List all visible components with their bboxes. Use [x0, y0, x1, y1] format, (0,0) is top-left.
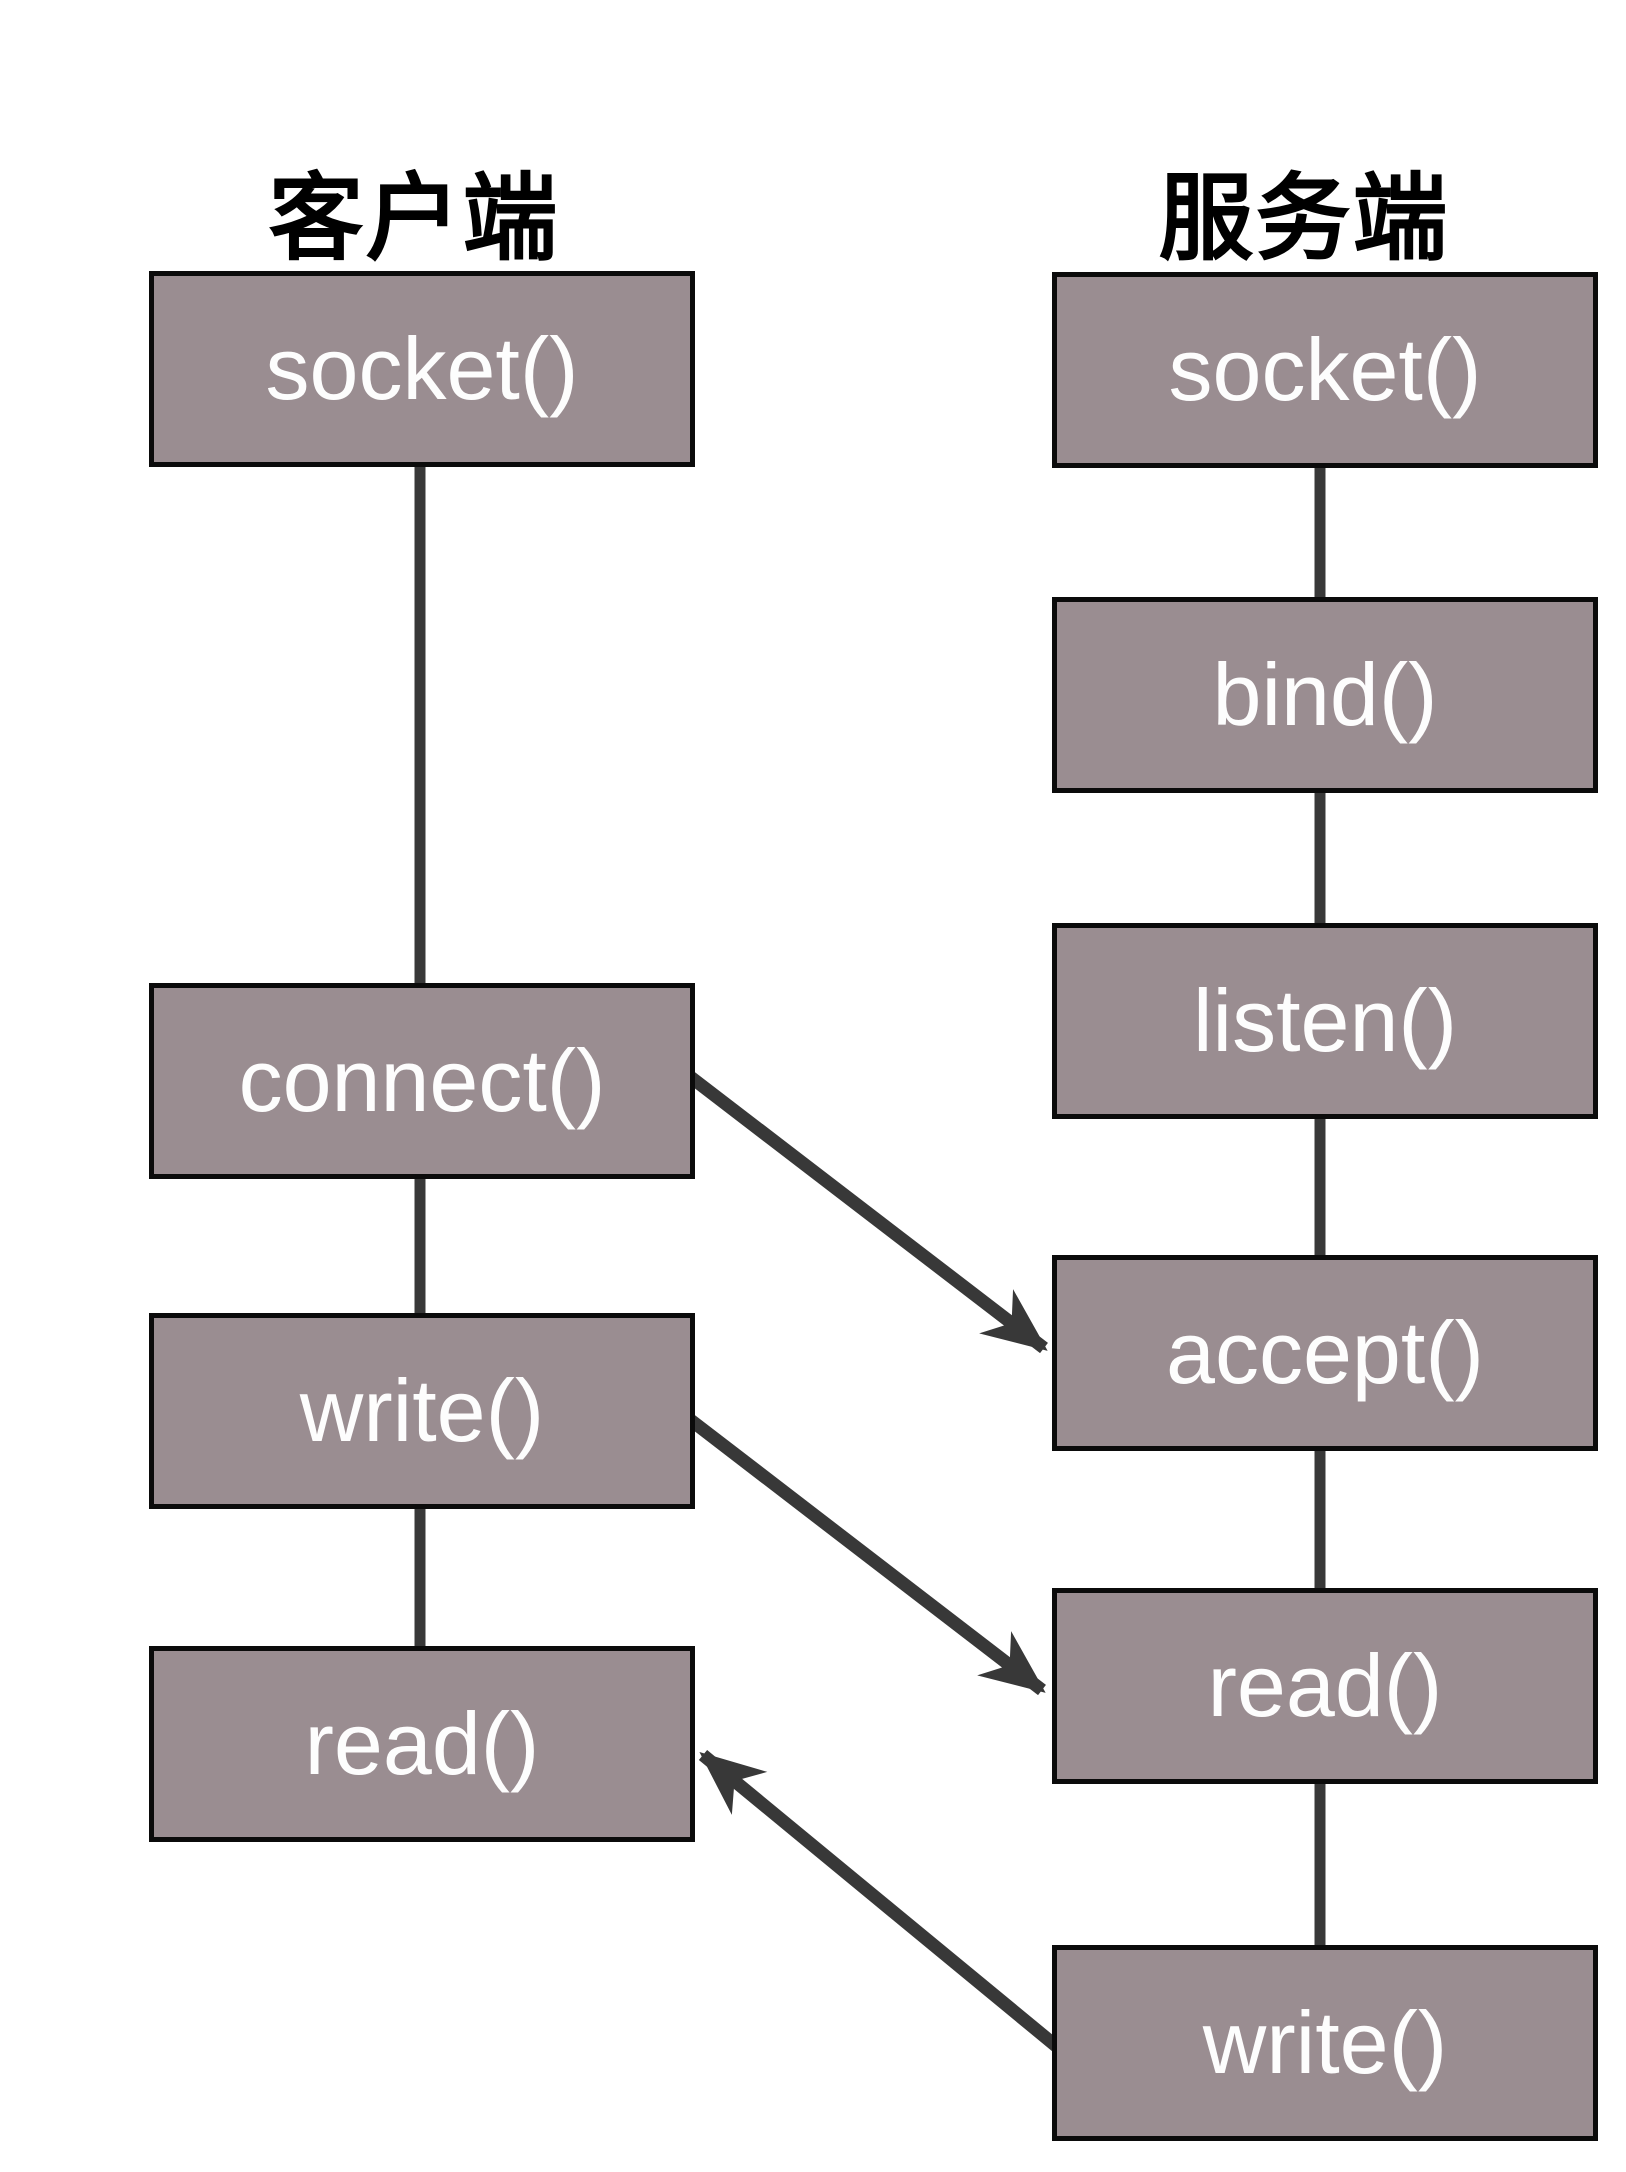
server-write-box: write() — [1052, 1945, 1598, 2141]
client-write-to-server-read-arrow — [684, 1412, 1046, 1696]
server-socket-box: socket() — [1052, 272, 1598, 468]
client-socket-box: socket() — [149, 271, 695, 467]
client-write-box: write() — [149, 1313, 695, 1509]
client-read-box: read() — [149, 1646, 695, 1842]
server-column-title: 服务端 — [1158, 166, 1450, 272]
connect-to-accept-arrow — [684, 1069, 1048, 1354]
client-column-title: 客户端 — [268, 166, 560, 272]
server-listen-box: listen() — [1052, 923, 1598, 1119]
server-accept-box: accept() — [1052, 1255, 1598, 1451]
server-read-box: read() — [1052, 1588, 1598, 1784]
client-connect-box: connect() — [149, 983, 695, 1179]
server-bind-box: bind() — [1052, 597, 1598, 793]
server-write-to-client-read-arrow — [698, 1749, 1061, 2052]
